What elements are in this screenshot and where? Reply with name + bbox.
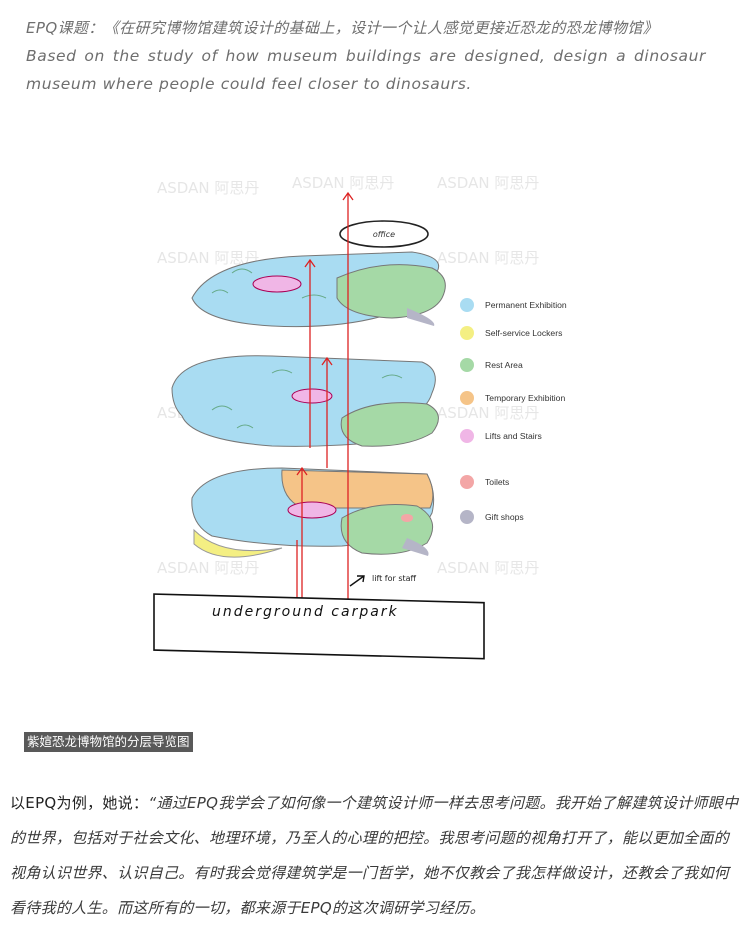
office-bubble (339, 220, 429, 248)
watermark: ASDAN 阿思丹 (437, 559, 539, 577)
lift-for-staff-note: lift for staff (349, 574, 417, 587)
museum-floor-plan-diagram: ASDAN 阿思丹 ASDAN 阿思丹 ASDAN 阿思丹 ASDAN 阿思丹 … (153, 174, 567, 660)
legend-label: Toilets (485, 477, 509, 487)
legend-label: Self-service Lockers (485, 328, 562, 338)
legend-swatch (460, 391, 474, 405)
legend-swatch (460, 510, 474, 524)
watermark: ASDAN 阿思丹 (437, 174, 539, 192)
watermark: ASDAN 阿思丹 (157, 249, 259, 267)
floor-2 (171, 355, 439, 447)
floor-1 (191, 467, 435, 558)
legend-label: Lifts and Stairs (485, 431, 542, 441)
watermark: ASDAN 阿思丹 (437, 404, 539, 422)
watermark: ASDAN 阿思丹 (437, 249, 539, 267)
floor-3 (191, 251, 446, 328)
quote-paragraph: 以EPQ为例，她说：“通过EPQ我学会了如何像一个建筑设计师一样去思考问题。我开… (10, 786, 740, 926)
underground-carpark: underground carpark (153, 593, 485, 660)
legend-swatch (460, 429, 474, 443)
quote-lead: 以EPQ为例，她说： (10, 794, 149, 812)
legend-label: Rest Area (485, 360, 523, 370)
watermark: ASDAN 阿思丹 (157, 179, 259, 197)
figure-caption: 紫媗恐龙博物馆的分层导览图 (24, 732, 193, 752)
legend-swatch (460, 358, 474, 372)
legend-swatch (460, 326, 474, 340)
intro-section: EPQ课题：《在研究博物馆建筑设计的基础上，设计一个让人感觉更接近恐龙的恐龙博物… (26, 14, 706, 98)
epq-title-chinese: EPQ课题：《在研究博物馆建筑设计的基础上，设计一个让人感觉更接近恐龙的恐龙博物… (26, 19, 659, 37)
legend-label: Temporary Exhibition (485, 393, 565, 403)
epq-title-english: Based on the study of how museum buildin… (26, 47, 706, 93)
office-label: office (373, 230, 395, 239)
legend-swatch (460, 298, 474, 312)
legend-label: Gift shops (485, 512, 524, 522)
watermark: ASDAN 阿思丹 (157, 559, 259, 577)
legend-swatch (460, 475, 474, 489)
legend-label: Permanent Exhibition (485, 300, 567, 310)
carpark-label: underground carpark (212, 604, 399, 620)
quote-body: “通过EPQ我学会了如何像一个建筑设计师一样去思考问题。我开始了解建筑设计师眼中… (10, 794, 739, 917)
watermark: ASDAN 阿思丹 (292, 174, 394, 192)
lift-note-label: lift for staff (372, 574, 417, 583)
